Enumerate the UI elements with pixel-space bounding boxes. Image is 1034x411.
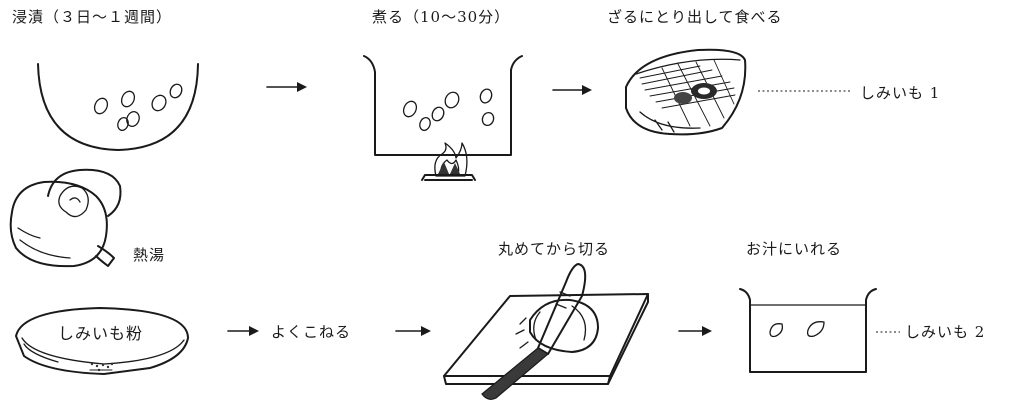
cutting-board xyxy=(443,293,649,385)
kettle xyxy=(9,168,122,268)
result-shimiimo-1-label: しみいも 1 xyxy=(860,84,941,102)
flour-label: しみいも粉 xyxy=(58,324,144,343)
step-into-soup-label: お汁にいれる xyxy=(746,240,843,258)
arrow-flour-to-knead xyxy=(227,326,259,336)
step-drain-eat-label: ざるにとり出して食べる xyxy=(607,8,783,26)
result-shimiimo-2-label: しみいも 2 xyxy=(905,323,986,341)
arrow-soak-to-boil xyxy=(266,82,307,92)
soaking-bowl xyxy=(37,63,199,151)
arrow-boil-to-drain xyxy=(552,85,592,95)
step-knead-label: よくこねる xyxy=(271,323,352,341)
knife-icon xyxy=(481,263,587,400)
arrow-knead-to-cut xyxy=(395,326,431,336)
step-boil-label: 煮る（10～30分） xyxy=(372,8,511,26)
strainer-basket xyxy=(625,48,747,136)
hot-water-label: 熱湯 xyxy=(133,246,166,264)
step-roll-cut-label: 丸めてから切る xyxy=(498,240,611,258)
boiling-pot xyxy=(363,55,523,156)
fire-icon xyxy=(421,142,476,181)
flour-bowl xyxy=(15,307,189,375)
step-soak-label: 浸漬（３日～１週間） xyxy=(12,8,173,26)
arrow-cut-to-soup xyxy=(678,326,712,336)
soup-pot xyxy=(739,288,877,373)
